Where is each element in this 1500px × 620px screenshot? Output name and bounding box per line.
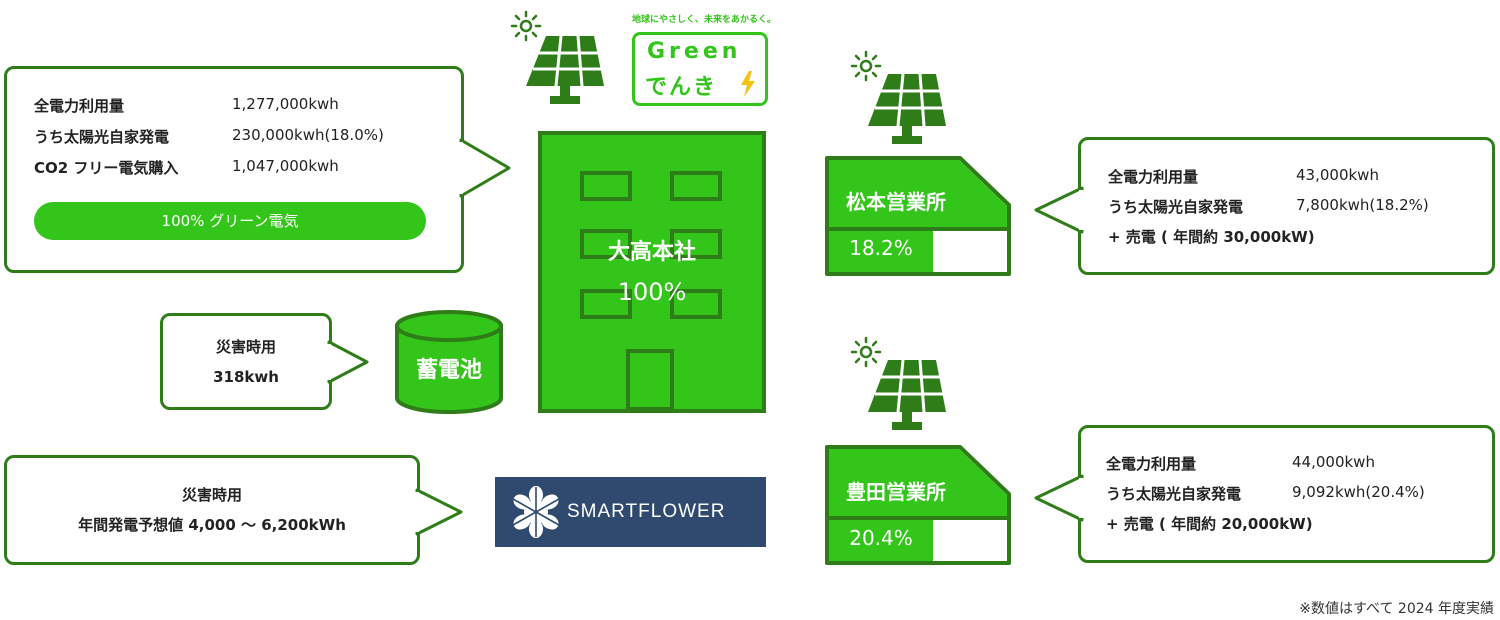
hq-stat-value: 1,047,000kwh xyxy=(232,157,339,175)
hq-stat-row: 全電力利用量 1,277,000kwh xyxy=(34,95,339,116)
battery-bubble-line1: 災害時用 xyxy=(215,338,276,356)
matsumoto-office-building xyxy=(825,156,1011,276)
toyota-office-name: 豊田営業所 xyxy=(846,480,946,504)
matsumoto-stat-label: うち太陽光自家発電 xyxy=(1108,198,1244,216)
hq-stat-value: 230,000kwh(18.0%) xyxy=(232,126,384,144)
hq-stat-row: うち太陽光自家発電 230,000kwh(18.0%) xyxy=(34,126,384,147)
toyota-stat-value: 44,000kwh xyxy=(1292,453,1375,471)
green-electricity-badge: 100% グリーン電気 xyxy=(34,202,426,240)
matsumoto-office-percent: 18.2% xyxy=(849,236,913,260)
hq-stat-row: CO2 フリー電気購入 1,047,000kwh xyxy=(34,157,339,178)
smartflower-bubble-text: 災害時用 年間発電予想値 4,000 〜 6,200kWh xyxy=(4,480,420,540)
hq-stat-label: うち太陽光自家発電 xyxy=(34,128,170,146)
hq-stat-label: CO2 フリー電気購入 xyxy=(34,159,179,177)
green-denki-tagline: 地球にやさしく、未来をあかるく。 xyxy=(632,15,777,25)
battery-bubble-line2: 318kwh xyxy=(213,368,279,386)
smartflower-bubble-pointer xyxy=(415,488,463,536)
hq-bubble-pointer xyxy=(459,138,511,198)
battery-bubble-text: 災害時用 318kwh xyxy=(160,332,332,392)
matsumoto-sale: + 売電 ( 年間約 30,000kW) xyxy=(1108,228,1315,246)
toyota-stat-label: うち太陽光自家発電 xyxy=(1106,485,1242,503)
green-denki-logo-line1: Green xyxy=(647,39,742,64)
smartflower-logo: SMARTFLOWER xyxy=(495,477,766,547)
hq-percent: 100% xyxy=(617,278,687,306)
matsumoto-stat-row: うち太陽光自家発電 7,800kwh(18.2%) xyxy=(1108,196,1429,217)
toyota-office-percent: 20.4% xyxy=(849,526,913,550)
smartflower-brand: SMARTFLOWER xyxy=(567,501,726,522)
hq-stat-label: 全電力利用量 xyxy=(34,97,125,115)
matsumoto-bubble-pointer xyxy=(1034,186,1084,234)
matsumoto-solar-panel-icon xyxy=(850,50,946,144)
battery-icon xyxy=(395,310,503,414)
toyota-stat-row: うち太陽光自家発電 9,092kwh(20.4%) xyxy=(1106,483,1425,504)
matsumoto-stat-row: 全電力利用量 43,000kwh xyxy=(1108,166,1379,187)
green-denki-logo: Green でんき xyxy=(632,32,768,106)
toyota-bubble-pointer xyxy=(1034,474,1084,522)
matsumoto-stats-bubble xyxy=(1078,137,1495,275)
toyota-stat-value: 9,092kwh(20.4%) xyxy=(1292,483,1425,501)
toyota-sale: + 売電 ( 年間約 20,000kW) xyxy=(1106,515,1313,533)
toyota-stats-bubble xyxy=(1078,425,1495,563)
battery-bubble xyxy=(160,313,332,410)
green-denki-logo-line2: でんき xyxy=(645,75,718,100)
hq-solar-panel-icon xyxy=(510,10,604,104)
smartflower-bubble-line1: 災害時用 xyxy=(181,486,242,504)
hq-stat-value: 1,277,000kwh xyxy=(232,95,339,113)
battery-bubble-pointer xyxy=(327,340,369,384)
toyota-stat-row: 全電力利用量 44,000kwh xyxy=(1106,453,1375,474)
hq-name: 大高本社 xyxy=(607,240,696,265)
toyota-solar-panel-icon xyxy=(850,336,946,430)
smartflower-bubble-line2: 年間発電予想値 4,000 〜 6,200kWh xyxy=(78,516,346,534)
footnote: ※数値はすべて 2024 年度実績 xyxy=(1299,601,1494,617)
battery-name: 蓄電池 xyxy=(415,358,482,383)
matsumoto-stat-value: 7,800kwh(18.2%) xyxy=(1296,196,1429,214)
smartflower-flower-icon xyxy=(512,486,560,538)
lightning-icon xyxy=(741,71,755,97)
matsumoto-stat-value: 43,000kwh xyxy=(1296,166,1379,184)
matsumoto-office-name: 松本営業所 xyxy=(846,190,946,214)
toyota-stat-label: 全電力利用量 xyxy=(1106,455,1197,473)
smartflower-bubble xyxy=(4,455,420,565)
hq-building xyxy=(538,131,766,413)
toyota-office-building xyxy=(825,445,1011,565)
matsumoto-stat-label: 全電力利用量 xyxy=(1108,168,1199,186)
